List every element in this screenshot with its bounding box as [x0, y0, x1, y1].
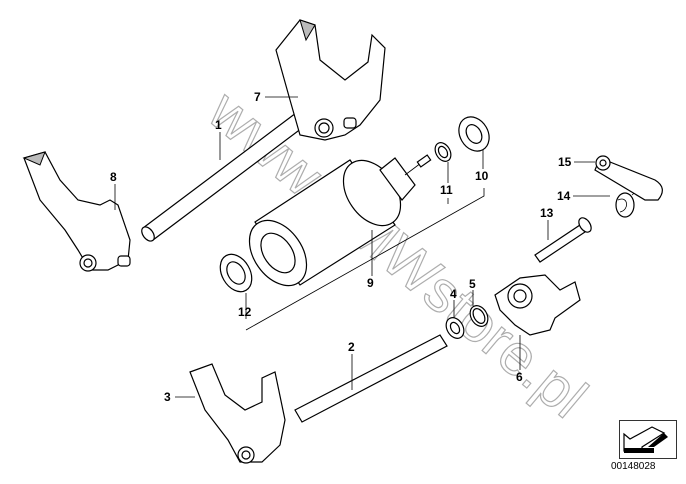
label-part-11[interactable]: 11: [440, 183, 453, 197]
label-part-10[interactable]: 10: [475, 169, 489, 183]
label-part-2[interactable]: 2: [348, 340, 355, 354]
part-10-bearing[interactable]: [453, 111, 495, 156]
label-part-15[interactable]: 15: [558, 155, 572, 169]
part-8-shift-fork[interactable]: [22, 151, 131, 272]
label-part-14[interactable]: 14: [557, 189, 571, 203]
part-2-shaft[interactable]: [294, 334, 448, 423]
diagram-number: 00148028: [611, 461, 656, 472]
part-9-shift-drum[interactable]: [238, 150, 432, 297]
label-part-4[interactable]: 4: [450, 287, 457, 301]
part-13-pin[interactable]: [534, 216, 594, 263]
part-6-shift-segment[interactable]: [494, 274, 581, 336]
label-part-12[interactable]: 12: [238, 305, 252, 319]
leader-lines: [114, 96, 610, 398]
label-part-9[interactable]: 9: [367, 276, 374, 290]
navigation-arrow-button[interactable]: [619, 420, 677, 459]
part-5-washer[interactable]: [467, 302, 492, 329]
part-3-shift-fork[interactable]: [189, 363, 286, 464]
label-part-6[interactable]: 6: [516, 370, 523, 384]
label-part-5[interactable]: 5: [469, 277, 476, 291]
part-15-lever[interactable]: [594, 155, 663, 201]
label-part-1[interactable]: 1: [215, 118, 222, 132]
arrow-down-left-icon: [623, 426, 668, 453]
part-7-shift-fork[interactable]: [275, 19, 386, 141]
part-11-washer[interactable]: [432, 140, 454, 164]
label-part-13[interactable]: 13: [540, 206, 554, 220]
label-part-7[interactable]: 7: [254, 90, 261, 104]
part-12-bearing[interactable]: [214, 249, 258, 298]
label-part-3[interactable]: 3: [164, 390, 171, 404]
part-4-washer[interactable]: [443, 314, 468, 341]
label-part-8[interactable]: 8: [110, 170, 117, 184]
